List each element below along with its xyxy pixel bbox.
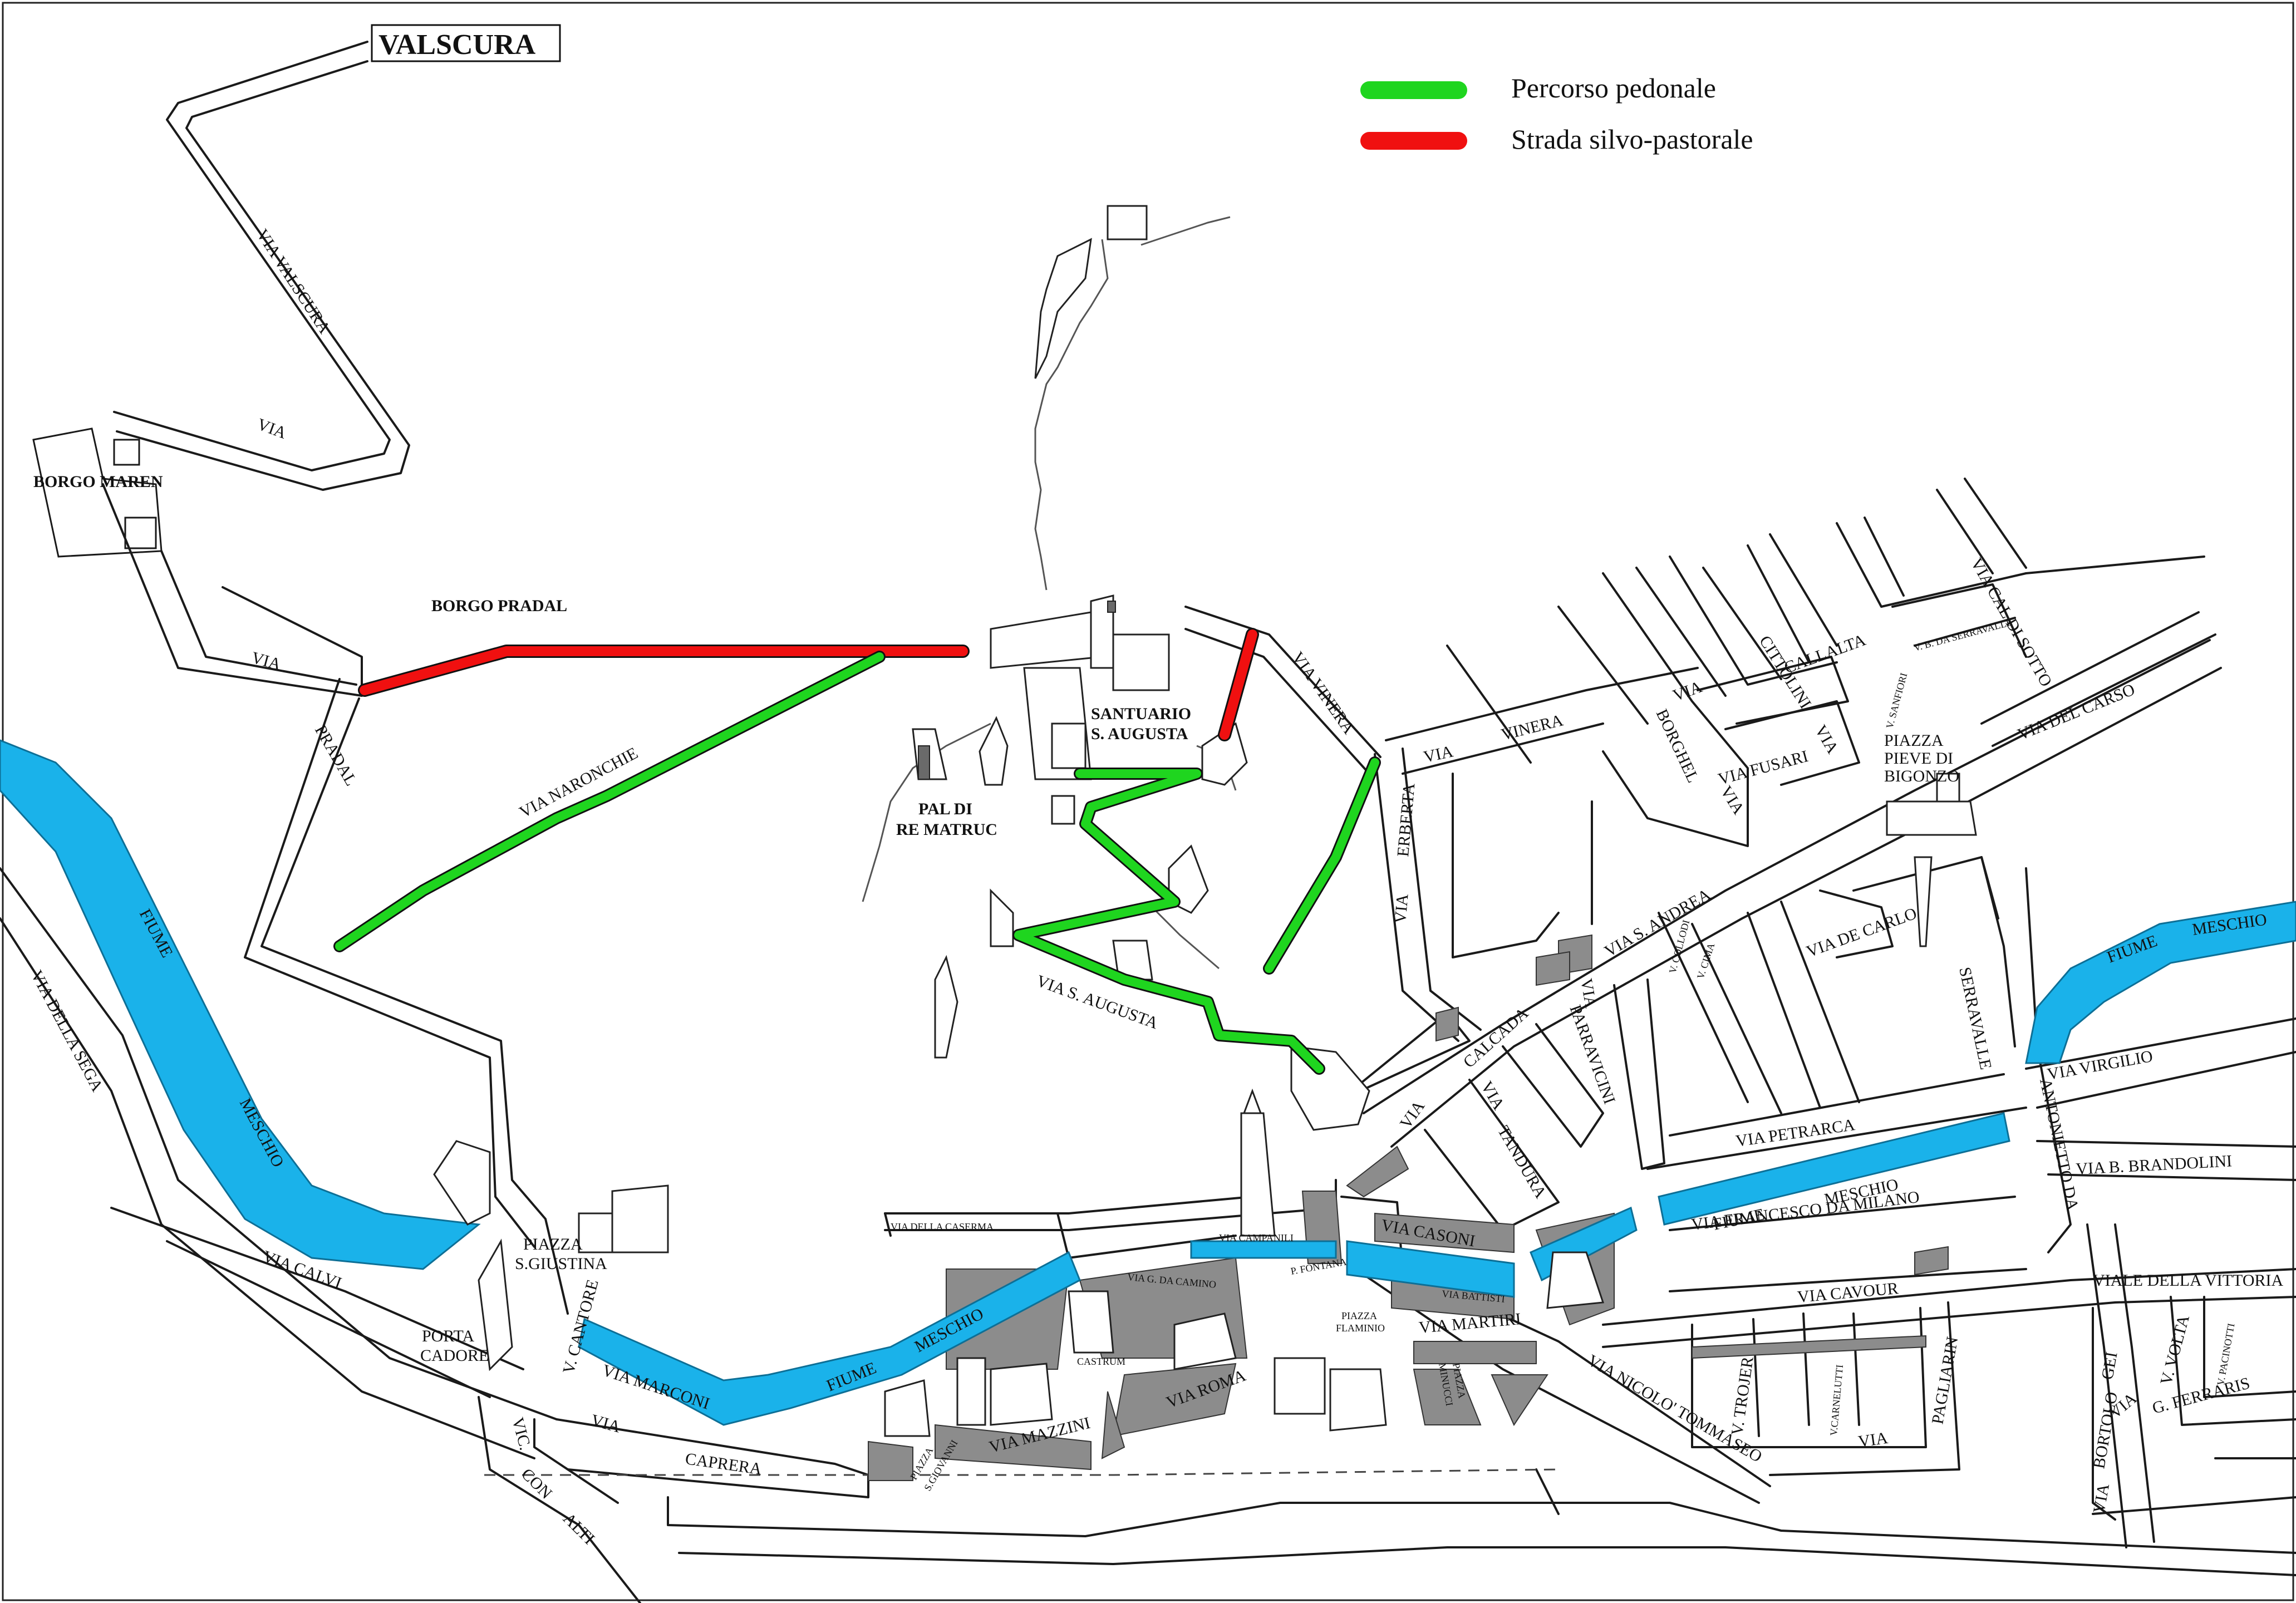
label-castrum: CASTRUM bbox=[1077, 1356, 1125, 1367]
label-via-cal-di-sotto: VIA CAL DI SOTTO bbox=[1967, 555, 2056, 690]
label-v-collodi: V. COLLODI bbox=[1667, 919, 1692, 975]
label-pieve-di: PIEVE DI bbox=[1884, 749, 1953, 768]
label-borgo-maren: BORGO MAREN bbox=[33, 473, 163, 491]
map-title: VALSCURA bbox=[378, 29, 536, 61]
label-pal-di: PAL DI bbox=[918, 800, 972, 818]
label-tandura: TANDURA bbox=[1494, 1123, 1550, 1202]
label-via-brandolini: VIA B. BRANDOLINI bbox=[2076, 1152, 2233, 1178]
route-forest-road bbox=[358, 628, 1259, 741]
label-piazza-giustina: PIAZZA bbox=[523, 1235, 583, 1253]
label-v-b-serravalle: V. B. DA SERRAVALLE bbox=[1912, 616, 2014, 653]
label-caprera: CAPRERA bbox=[684, 1449, 763, 1478]
label-gei: GEI bbox=[2098, 1350, 2121, 1381]
label-via-erberta: VIA bbox=[1391, 893, 1412, 924]
label-via-pradal-top: VIA bbox=[255, 415, 289, 442]
label-borghel: BORGHEL bbox=[1653, 706, 1703, 785]
label-parravicini: PARRAVICINI bbox=[1566, 1002, 1619, 1107]
label-v-pacinotti: V. PACINOTTI bbox=[2215, 1322, 2236, 1386]
label-v-sanfiori: V. SANFIORI bbox=[1884, 672, 1910, 730]
label-via-valscura: VIA VALSCURA bbox=[253, 226, 334, 337]
label-v-carnelutti: V.CARNELUTTI bbox=[1828, 1364, 1845, 1436]
label-v-volta: V. VOLTA bbox=[2157, 1313, 2193, 1387]
label-pradal: PRADAL bbox=[311, 722, 361, 789]
label-via-martiri: VIA MARTIRI bbox=[1418, 1310, 1522, 1337]
label-piazza-pieve: PIAZZA bbox=[1884, 731, 1944, 750]
hill-sketch bbox=[433, 205, 1977, 1437]
label-porta-cadore: PORTA bbox=[422, 1327, 474, 1345]
label-via-fusari-2: VIA bbox=[1811, 722, 1842, 757]
title-box bbox=[371, 24, 561, 62]
label-via-callalta: VIA bbox=[1670, 677, 1705, 705]
label-via-campanili: VIA CAMPANILI bbox=[1219, 1232, 1294, 1243]
label-viale-della-vittoria: VIALE DELLA VITTORIA bbox=[2093, 1271, 2284, 1290]
label-bigonzo: BIGONZO bbox=[1884, 767, 1959, 785]
label-vic: VIC. bbox=[508, 1415, 534, 1452]
label-con: CON bbox=[518, 1465, 555, 1503]
label-cittolini: CITTOLINI bbox=[1756, 632, 1815, 712]
label-via-caprera: VIA bbox=[589, 1411, 622, 1437]
legend-label-forest-road: Strada silvo-pastorale bbox=[1511, 124, 1753, 155]
label-piazza-flaminio: PIAZZA bbox=[1341, 1310, 1377, 1321]
label-piazza-giustina-2: S.GIUSTINA bbox=[515, 1255, 607, 1273]
legend: Percorso pedonale Strada silvo-pastorale bbox=[1360, 72, 1753, 155]
label-via-fusari: VIA FUSARI bbox=[1716, 747, 1810, 789]
label-via-s-andrea: VIA S. ANDREA bbox=[1601, 885, 1714, 961]
label-v-trojer: V. TROJER bbox=[1728, 1356, 1757, 1437]
label-via-del-carso: VIA DEL CARSO bbox=[2015, 680, 2137, 744]
legend-label-walking-path: Percorso pedonale bbox=[1511, 72, 1716, 104]
label-vinera-east: VINERA bbox=[1499, 711, 1565, 744]
label-via-della-sega: VIA DELLA SEGA bbox=[27, 967, 107, 1095]
label-porta-cadore-2: CADORE bbox=[420, 1346, 489, 1365]
label-pagliarin: PAGLIARIN bbox=[1928, 1335, 1961, 1425]
street-network bbox=[0, 41, 2296, 1603]
label-antonietto: ANTONIETTO DA bbox=[2036, 1077, 2082, 1212]
label-via-calcada: VIA bbox=[1397, 1097, 1429, 1132]
label-v-cima: V. CIMA bbox=[1695, 942, 1717, 981]
route-walking-path bbox=[333, 651, 1381, 1075]
label-borgo-pradal: BORGO PRADAL bbox=[431, 597, 567, 615]
label-santuario-2: S. AUGUSTA bbox=[1091, 725, 1188, 743]
label-piazza-flaminio-2: FLAMINIO bbox=[1336, 1322, 1385, 1334]
label-re-matruc: RE MATRUC bbox=[896, 820, 997, 839]
label-santuario: SANTUARIO bbox=[1091, 705, 1191, 723]
label-via-pradal-mid: VIA bbox=[249, 648, 283, 674]
label-via-della-caserma: VIA DELLA CASERMA bbox=[891, 1221, 994, 1232]
label-serravalle: SERRAVALLE bbox=[1955, 966, 1995, 1071]
label-via-pagliarin: VIA bbox=[1857, 1429, 1889, 1451]
